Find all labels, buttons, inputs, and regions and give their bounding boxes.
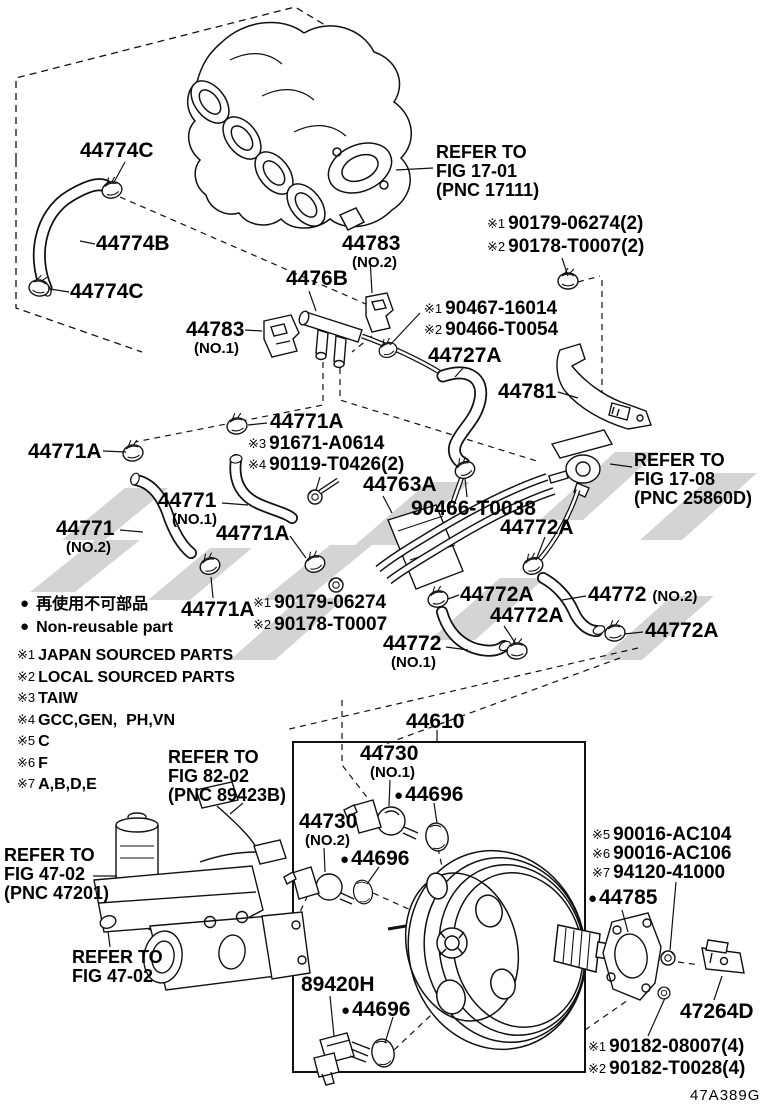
master-cylinder-drawing <box>93 781 311 991</box>
non-reusable-dot-icon: ● <box>340 851 350 868</box>
label-44772a: 44772A <box>645 619 719 642</box>
label-44696: ●44696 <box>340 847 410 870</box>
non-reusable-dot-icon: ● <box>588 890 598 907</box>
bracket-47264d <box>701 939 745 974</box>
label-44774c: 44774C <box>80 139 154 162</box>
label-44771a: 44771A <box>181 598 255 621</box>
label-44774b: 44774B <box>96 232 170 255</box>
label-44763a: 44763A <box>363 473 437 496</box>
label-44783: 44783(NO.1) <box>186 318 245 358</box>
connector-44783-no2 <box>365 292 394 333</box>
vacuum-valve-drawing <box>537 429 614 562</box>
label-44771a: 44771A <box>28 440 102 463</box>
label-90466-t0038: 90466-T0038 <box>411 497 536 520</box>
check-valve-44730-no1 <box>343 799 419 840</box>
label-89420h: 89420H <box>301 973 375 996</box>
label-44771: 44771(NO.1) <box>158 489 217 529</box>
label-44696: ●44696 <box>394 783 464 806</box>
non-reusable-part-jp: ●再使用不可部品 <box>20 595 149 613</box>
assembly-box-44610 <box>292 741 586 1073</box>
non-reusable-dot-icon: ● <box>20 595 30 612</box>
label-4476b: 4476B <box>286 267 348 290</box>
check-valve-44730-no2 <box>283 866 355 905</box>
bolt-90119 <box>318 477 340 495</box>
label-44772a: 44772A <box>460 583 534 606</box>
label-44610: 44610 <box>406 710 465 733</box>
label-44783: 44783(NO.2) <box>342 232 401 272</box>
hose-44727a <box>436 366 488 508</box>
label-47264d: 47264D <box>680 1000 754 1023</box>
label-44730: 44730(NO.2) <box>299 810 358 850</box>
label-44772: 44772(NO.1) <box>383 632 442 672</box>
connector-44783-no1 <box>263 314 300 358</box>
non-reusable-part-en: ●Non-reusable part <box>20 618 173 636</box>
label-44772: 44772(NO.2) <box>588 583 698 606</box>
sensor-89420h <box>313 1032 371 1086</box>
brake-booster-drawing <box>387 849 633 1051</box>
label-44771a: 44771A <box>270 410 344 433</box>
label-44772a: 44772A <box>490 604 564 627</box>
pipe-44763a <box>375 473 556 590</box>
label-44785: ●44785 <box>588 886 658 909</box>
label-44772a: 44772A <box>500 516 574 539</box>
hose-44772-no2 <box>537 572 606 637</box>
label-44696: ●44696 <box>341 998 411 1021</box>
connector-4476b <box>298 310 443 376</box>
label-44727a: 44727A <box>428 344 502 367</box>
hose-44771-no1 <box>229 454 298 524</box>
non-reusable-dot-icon: ● <box>20 618 30 635</box>
boundary-dashes <box>15 6 361 353</box>
label-44781: 44781 <box>498 380 557 403</box>
non-reusable-dot-icon: ● <box>341 1002 351 1019</box>
label-44771: 44771(NO.2) <box>56 517 115 557</box>
intake-manifold-drawing <box>187 21 412 231</box>
drawing-code: 47A389G <box>690 1087 760 1104</box>
gasket-44785 <box>602 912 662 1001</box>
bracket-44781 <box>556 343 652 430</box>
label-44730: 44730(NO.1) <box>360 742 419 782</box>
leader-lines <box>49 161 723 1044</box>
hose-44771-no2 <box>130 472 197 559</box>
non-reusable-dot-icon: ● <box>394 787 404 804</box>
label-44774c: 44774C <box>70 280 144 303</box>
label-44771a: 44771A <box>216 522 290 545</box>
